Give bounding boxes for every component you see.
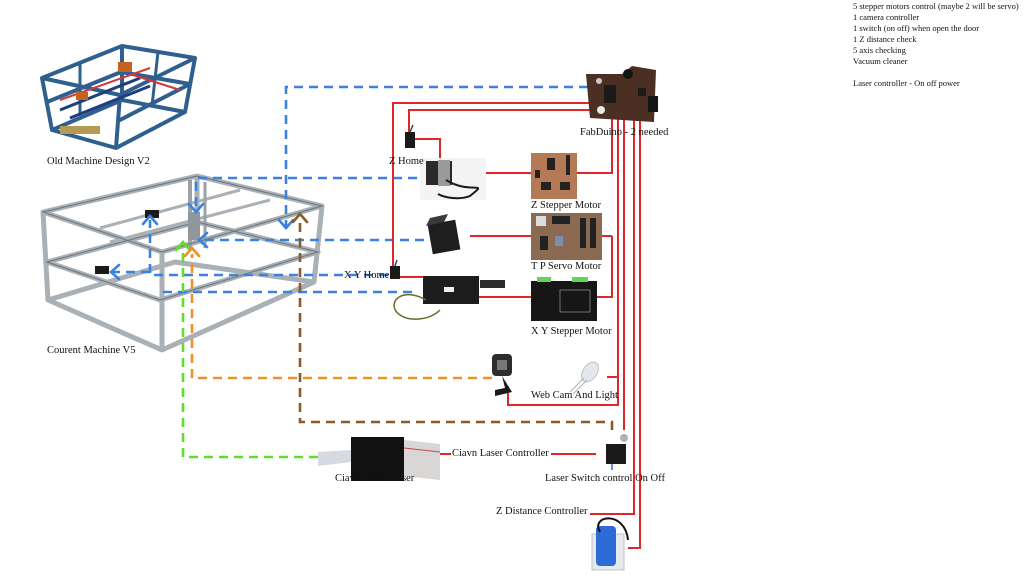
arrow-blue-servo [197,231,209,249]
laser-switch-label: Laser Switch control On Off [545,473,665,484]
webcam-light-label: Web Cam And Light [531,390,618,401]
arrow-brown [291,212,309,224]
webcam-icon [492,354,512,396]
arrow-blue-x [109,263,121,281]
servo-motor-icon [426,214,461,255]
wire-trunk-vacuum [628,92,641,549]
laser-controller-label: Ciavn Laser Controller [452,448,549,459]
fabduino-label: FabDuino - 2 needed [580,127,669,138]
note-line: Vacuum cleaner [853,56,908,66]
z-stepper-motor-icon [420,158,486,200]
green-dash-dioda-laser [181,248,318,459]
brown-dash-laser-switch [298,222,614,430]
machine-motor-y [145,210,159,218]
wire-drivers-trunk [577,98,613,174]
dioda-laser-icon [318,437,441,481]
arrow-orange [183,246,201,258]
dioda-laser-label: Ciavn Dioda Laser [335,473,415,484]
z-stepper-motor-label: Z Stepper Motor [531,200,601,211]
wire-trunk-webcam [507,92,619,406]
blue-dash-xy-home [148,220,388,277]
old-machine-label: Old Machine Design V2 [47,156,150,167]
wire-z-home [408,109,590,132]
wire-xy-home [392,102,590,268]
arrow-blue-xyhome [141,214,159,226]
arrow-blue-fab [277,218,295,230]
arrow-green [174,240,192,252]
old-machine-illustration [40,44,197,150]
wire-xydriver-trunk [597,236,613,298]
xy-stepper-driver-icon [531,277,597,321]
fabduino-board-icon [586,66,658,122]
z-home-switch-icon [405,124,415,148]
wire-trunk-z-distance [590,92,635,515]
tp-servo-driver-icon [531,213,602,260]
xy-stepper-motor-label: X Y Stepper Motor [531,326,612,337]
blue-dash-z-home [194,176,432,210]
xy-home-label: X Y Home [344,270,390,281]
machine-motor-x [95,266,109,274]
wire-z-home-motor [415,138,441,164]
machine-z-carriage [188,212,200,240]
blue-dash-fabduino [284,85,588,226]
note-line: 5 axis checking [853,45,906,55]
note-line: 1 camera controller [853,12,920,22]
vacuum-cleaner-icon [591,517,629,571]
current-machine-label: Courent Machine V5 [47,345,136,356]
current-machine-details [41,175,324,301]
z-distance-label: Z Distance Controller [496,506,588,517]
note-line: 1 Z distance check [853,34,917,44]
note-line: Laser controller - On off power [853,78,960,88]
tp-servo-motor-label: T P Servo Motor [531,261,602,272]
z-home-label: Z Home [389,156,424,167]
led-light-icon [569,361,600,395]
orange-dash-webcam [190,254,492,380]
old-machine-details [59,62,181,134]
note-line: 1 switch (on off) when open the door [853,23,980,33]
note-line [853,67,1019,78]
xy-home-switch-icon [390,259,400,279]
arrow-blue-z [187,202,205,214]
xy-stepper-motor-icon [393,276,505,320]
z-stepper-driver-icon [531,153,577,199]
requirements-notes: 5 stepper motors control (maybe 2 will b… [853,1,1019,89]
laser-switch-icon [606,434,628,470]
note-line: 5 stepper motors control (maybe 2 will b… [853,1,1019,11]
